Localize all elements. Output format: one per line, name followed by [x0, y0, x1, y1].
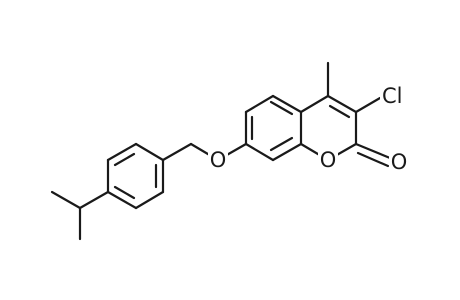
double-bond-inner — [269, 100, 294, 116]
isopropyl-group — [50, 190, 110, 241]
label-background — [389, 151, 409, 173]
double-bond-inner — [113, 185, 136, 200]
bond — [106, 142, 138, 162]
benzyl-benzene-ring — [106, 142, 165, 210]
coumarin-benzo-ring — [244, 94, 303, 162]
bond — [244, 94, 275, 114]
bond — [50, 190, 82, 210]
bond — [161, 142, 193, 162]
chlorine-label: Cl — [382, 84, 403, 108]
chloro-bond — [354, 96, 382, 114]
bond — [134, 142, 165, 162]
double-bond-inner — [328, 104, 351, 119]
double-bond-inner — [113, 152, 136, 167]
carbonyl-bond — [356, 151, 390, 168]
bond — [271, 142, 303, 162]
bond — [299, 94, 330, 114]
carbonyl-oxygen-label: O — [391, 150, 408, 174]
atom-labels: O O O Cl — [208, 84, 409, 174]
label-background — [380, 85, 408, 107]
ring-oxygen-label: O — [320, 148, 337, 172]
bond — [78, 190, 110, 210]
ether-oxygen-label: O — [210, 148, 227, 172]
double-bond-inner — [269, 136, 294, 152]
bond — [271, 94, 303, 114]
bond — [326, 94, 358, 114]
carbonyl-bond — [354, 142, 392, 160]
bond — [106, 190, 138, 210]
pyranone-substituents — [326, 61, 392, 168]
bond — [134, 190, 165, 210]
label-background — [318, 149, 338, 171]
benzyloxy-linker — [161, 142, 248, 162]
label-background — [208, 149, 228, 171]
bond — [244, 142, 275, 162]
